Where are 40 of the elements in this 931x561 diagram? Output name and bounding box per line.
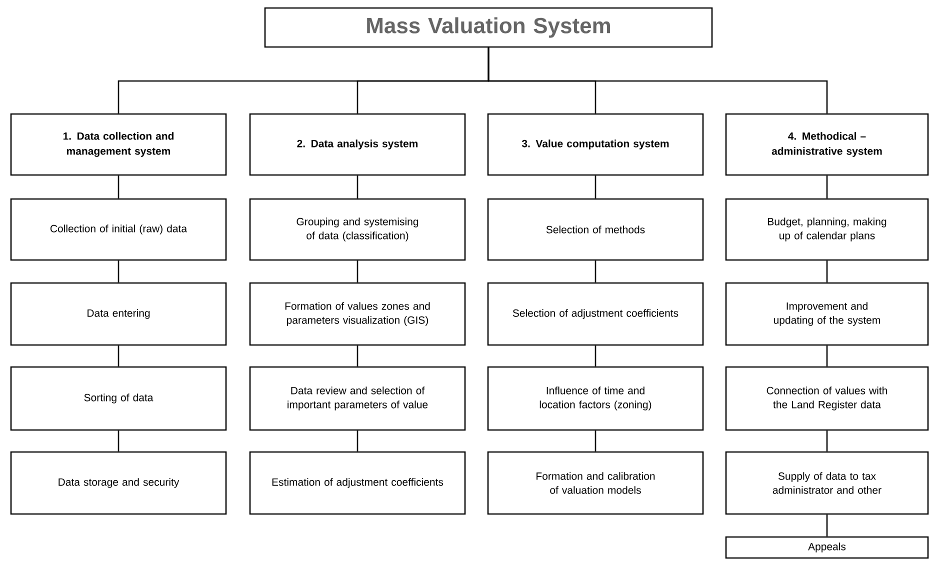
connector-line xyxy=(488,48,828,114)
process-box: Influence of time and location factors (zoning) xyxy=(487,366,704,431)
connector-line xyxy=(594,176,596,198)
connector-line xyxy=(356,176,358,198)
connector-line xyxy=(594,260,596,282)
process-box: Data entering xyxy=(10,282,227,346)
title-box: Mass Valuation System xyxy=(264,7,713,48)
process-box: Estimation of adjustment coefficients xyxy=(249,451,466,515)
connector-line xyxy=(356,260,358,282)
system-box: 4. Methodical – administrative system xyxy=(725,113,929,176)
process-box: Selection of methods xyxy=(487,198,704,261)
system-box: 1. Data collection and management system xyxy=(10,113,227,176)
process-box: Connection of values with the Land Register data xyxy=(725,366,929,431)
connector-line xyxy=(826,346,828,366)
process-box: Formation of values zones and parameters visualization (GIS) xyxy=(249,282,466,346)
process-box: Collection of initial (raw) data xyxy=(10,198,227,261)
connector-line xyxy=(118,346,120,366)
process-box: Data storage and security xyxy=(10,451,227,515)
connector-line xyxy=(826,430,828,452)
connector-line xyxy=(594,430,596,452)
process-box: Sorting of data xyxy=(10,366,227,431)
system-box: 3. Value computation system xyxy=(487,113,704,176)
process-box: Grouping and systemising of data (classification) xyxy=(249,198,466,261)
system-box: 2. Data analysis system xyxy=(249,113,466,176)
connector-line xyxy=(826,514,828,536)
process-box: Appeals xyxy=(725,536,929,559)
process-box: Improvement and updating of the system xyxy=(725,282,929,346)
connector-line xyxy=(118,176,120,198)
process-box: Data review and selection of important parameters of value xyxy=(249,366,466,431)
connector-line xyxy=(594,346,596,366)
process-box: Supply of data to tax administrator and other xyxy=(725,451,929,515)
connector-line xyxy=(826,260,828,282)
process-box: Budget, planning, making up of calendar plans xyxy=(725,198,929,261)
connector-line xyxy=(118,430,120,452)
process-box: Selection of adjustment coefficients xyxy=(487,282,704,346)
connector-line xyxy=(356,430,358,452)
connector-line xyxy=(118,260,120,282)
process-box: Formation and calibration of valuation models xyxy=(487,451,704,515)
connector-line xyxy=(826,176,828,198)
connector-line xyxy=(356,346,358,366)
